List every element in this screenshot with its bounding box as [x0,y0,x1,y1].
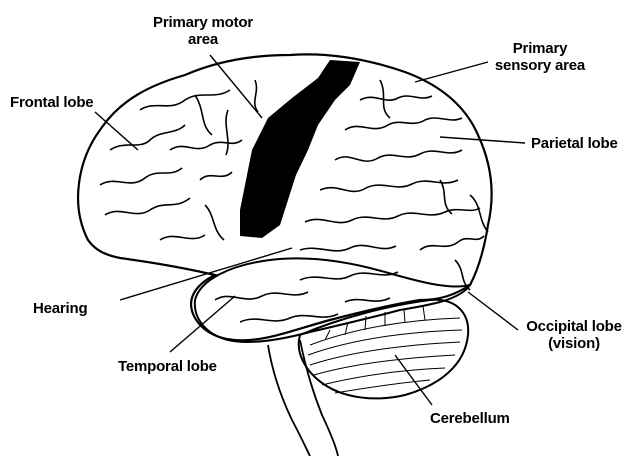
label-occipital-line1: Occipital lobe [515,318,633,335]
parietal-gyri [300,80,488,290]
leader-primary-sensory [415,62,488,82]
temporal-gyri [215,272,398,322]
label-frontal-lobe: Frontal lobe [10,94,93,111]
leader-frontal-lobe [95,112,138,150]
leader-parietal-lobe [440,137,525,143]
primary-motor-area-shape [240,60,360,238]
label-primary-motor-area: Primary motor area [118,14,288,48]
label-parietal-lobe: Parietal lobe [531,135,618,152]
leader-hearing [120,248,292,300]
label-primary-sensory-line2: sensory area [480,57,600,74]
label-hearing: Hearing [33,300,87,317]
label-cerebellum: Cerebellum [430,410,510,427]
label-primary-sensory-area: Primary sensory area [480,40,600,74]
label-primary-motor-line1: Primary motor [118,14,288,31]
label-occipital-line2: (vision) [515,335,633,352]
label-temporal-lobe: Temporal lobe [118,358,217,375]
leader-occipital-lobe [468,292,518,330]
brainstem [268,340,338,456]
leader-primary-motor [210,55,262,118]
leader-temporal-lobe [170,296,235,352]
label-primary-sensory-line1: Primary [480,40,600,57]
label-occipital-lobe: Occipital lobe (vision) [515,318,633,352]
label-primary-motor-line2: area [118,31,288,48]
